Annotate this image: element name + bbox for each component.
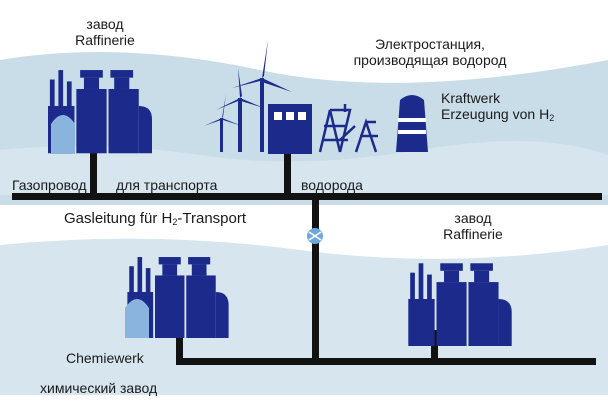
powerplant-label-ru-line1: Электростанция, [375, 36, 485, 52]
refinery-right-label-de: Raffinerie [443, 226, 503, 243]
powerplant-label-de-line2: Erzeugung von H2 [441, 106, 555, 124]
pipeline-network [12, 150, 602, 365]
refinery-right-label: завод Raffinerie [428, 210, 518, 242]
chemical-plant-label-ru: химический завод [40, 380, 158, 396]
powerplant-label-de-line1: Kraftwerk [441, 90, 501, 106]
powerplant-label-ru-line2: производящая водород [353, 52, 507, 69]
chemical-plant-label-de: Chemiewerk [66, 350, 144, 366]
refinery-top-label-de: Raffinerie [75, 32, 135, 49]
refinery-icon [48, 70, 152, 154]
pipeline-label-ru-3: водорода [301, 177, 363, 193]
refinery-top-label-ru: завод [86, 16, 124, 32]
pipeline-label-ru-1: Газопровод [12, 177, 87, 193]
refinery-right-label-ru: завод [454, 210, 492, 226]
chemical-plant-icon [125, 257, 229, 338]
pipeline-label-ru-2: для транспорта [116, 177, 218, 193]
powerplant-label-de: Kraftwerk Erzeugung von H2 [441, 90, 554, 123]
valve-icon [307, 228, 323, 244]
wind-turbine-icon [204, 40, 292, 152]
power-plant-icon [268, 95, 428, 154]
powerplant-label-ru: Электростанция, производящая водород [330, 36, 530, 68]
refinery-top-label: завод Raffinerie [60, 16, 150, 48]
pipeline-label-de: Gasleitung für H2-Transport [64, 210, 247, 227]
